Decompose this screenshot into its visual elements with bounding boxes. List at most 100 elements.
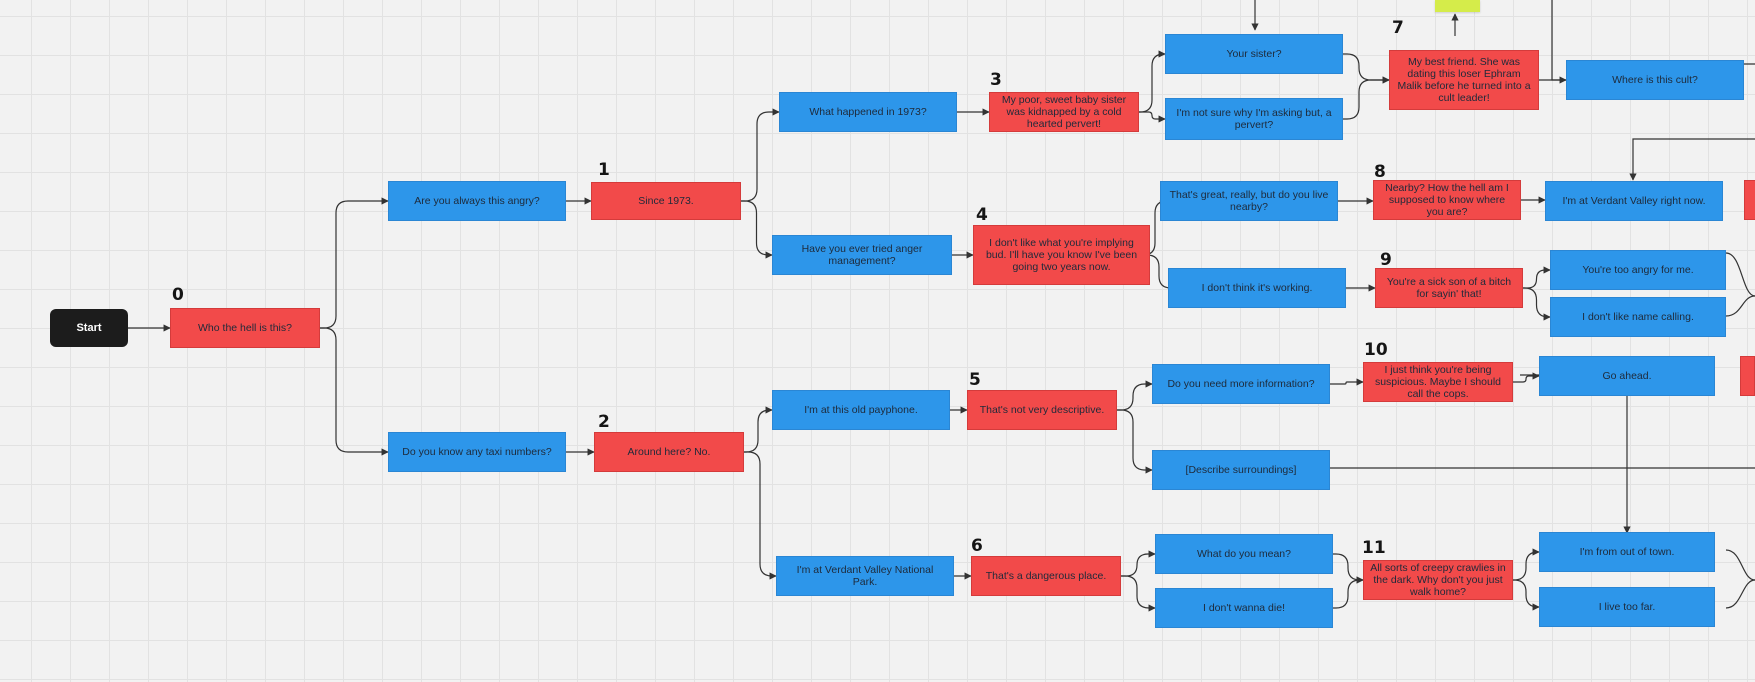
- node-label: [Describe surroundings]: [1185, 464, 1297, 476]
- node-label: Are you always this angry?: [414, 195, 540, 207]
- connector-arrow: [1139, 111, 1166, 123]
- node-label: I'm not sure why I'm asking but, a perve…: [1176, 107, 1332, 131]
- connector-arrow: [1330, 378, 1364, 386]
- connector-arrow: [1513, 579, 1540, 611]
- connector-offscreen: [1520, 374, 1631, 534]
- player-choice-node[interactable]: I'm at this old payphone.: [772, 390, 950, 430]
- node-label: What happened in 1973?: [809, 106, 927, 118]
- step-number-label: 0: [172, 285, 184, 305]
- connector-arrow: [1513, 372, 1540, 383]
- npc-response-node[interactable]: My best friend. She was dating this lose…: [1389, 50, 1539, 110]
- npc-response-node[interactable]: My poor, sweet baby sister was kidnapped…: [989, 92, 1139, 132]
- sticky-note[interactable]: [1435, 0, 1480, 12]
- player-choice-node[interactable]: I don't wanna die!: [1155, 588, 1333, 628]
- npc-response-node[interactable]: Nearby? How the hell am I supposed to kn…: [1373, 180, 1521, 220]
- node-label: I'm at this old payphone.: [804, 404, 918, 416]
- player-choice-node[interactable]: Do you need more information?: [1152, 364, 1330, 404]
- node-label: I'm at Verdant Valley right now.: [1562, 195, 1706, 207]
- npc-response-node[interactable]: I don't like what you're implying bud. I…: [973, 225, 1150, 285]
- node-label: Around here? No.: [627, 446, 711, 458]
- npc-response-node[interactable]: You're a sick son of a bitch for sayin' …: [1375, 268, 1523, 308]
- node-label: Nearby? How the hell am I supposed to kn…: [1385, 182, 1509, 218]
- player-choice-node[interactable]: I'm from out of town.: [1539, 532, 1715, 572]
- player-choice-node[interactable]: [Describe surroundings]: [1152, 450, 1330, 490]
- player-choice-node[interactable]: Your sister?: [1165, 34, 1343, 74]
- step-number-label: 11: [1362, 538, 1386, 558]
- connector-arrow: [1117, 380, 1153, 411]
- node-label: That's not very descriptive.: [979, 404, 1105, 416]
- connector-offscreen: [1629, 138, 1755, 181]
- node-label: Who the hell is this?: [198, 322, 292, 334]
- connector-arrow: [744, 451, 777, 580]
- player-choice-node[interactable]: Are you always this angry?: [388, 181, 566, 221]
- connector-arrow: [1139, 50, 1166, 113]
- node-label: All sorts of creepy crawlies in the dark…: [1370, 562, 1506, 598]
- node-label: Go ahead.: [1602, 370, 1652, 382]
- node-label: I live too far.: [1598, 601, 1656, 613]
- node-label: I don't wanna die!: [1203, 602, 1285, 614]
- node-label: I'm at Verdant Valley National Park.: [796, 564, 934, 588]
- node-label: You're too angry for me.: [1582, 264, 1694, 276]
- node-label: Your sister?: [1226, 48, 1282, 60]
- connector-offscreen: [1725, 295, 1755, 317]
- player-choice-node[interactable]: That's great, really, but do you live ne…: [1160, 181, 1338, 221]
- connector-arrow: [1523, 266, 1551, 289]
- start-node[interactable]: Start: [50, 309, 128, 347]
- step-number-label: 5: [969, 370, 981, 390]
- connector-arrow: [1333, 576, 1364, 609]
- player-choice-node[interactable]: You're too angry for me.: [1550, 250, 1726, 290]
- step-number-label: 10: [1364, 340, 1388, 360]
- player-choice-node[interactable]: Have you ever tried anger management?: [772, 235, 952, 275]
- step-number-label: 3: [990, 70, 1002, 90]
- npc-response-node[interactable]: [1744, 180, 1755, 220]
- node-label: My best friend. She was dating this lose…: [1397, 56, 1531, 104]
- player-choice-node[interactable]: Where is this cult?: [1566, 60, 1744, 100]
- npc-response-node[interactable]: I just think you're being suspicious. Ma…: [1363, 362, 1513, 402]
- player-choice-node[interactable]: Do you know any taxi numbers?: [388, 432, 566, 472]
- node-label: I don't think it's working.: [1201, 282, 1313, 294]
- npc-response-node[interactable]: Since 1973.: [591, 182, 741, 220]
- node-label: Do you know any taxi numbers?: [402, 446, 552, 458]
- node-label: That's great, really, but do you live ne…: [1169, 189, 1329, 213]
- player-choice-node[interactable]: Go ahead.: [1539, 356, 1715, 396]
- node-label: Do you need more information?: [1167, 378, 1315, 390]
- connector-arrow: [320, 327, 389, 456]
- step-number-label: 1: [598, 160, 610, 180]
- connector-offscreen: [1725, 549, 1755, 581]
- node-label: I don't like what you're implying bud. I…: [985, 237, 1138, 273]
- node-label: I'm from out of town.: [1579, 546, 1675, 558]
- connector-arrow: [741, 200, 773, 259]
- npc-response-node[interactable]: [1740, 356, 1755, 396]
- player-choice-node[interactable]: I'm at Verdant Valley right now.: [1545, 181, 1723, 221]
- npc-response-node[interactable]: That's not very descriptive.: [967, 390, 1117, 430]
- connector-arrow: [741, 108, 780, 202]
- npc-response-node[interactable]: All sorts of creepy crawlies in the dark…: [1363, 560, 1513, 600]
- node-label: What do you mean?: [1197, 548, 1291, 560]
- connector-arrow: [320, 197, 389, 329]
- player-choice-node[interactable]: What do you mean?: [1155, 534, 1333, 574]
- connector-arrow: [1117, 409, 1153, 474]
- connector-arrow: [1523, 287, 1551, 321]
- node-label: Have you ever tried anger management?: [801, 243, 923, 267]
- connector-arrow: [1121, 575, 1156, 612]
- player-choice-node[interactable]: I'm at Verdant Valley National Park.: [776, 556, 954, 596]
- npc-response-node[interactable]: Who the hell is this?: [170, 308, 320, 348]
- player-choice-node[interactable]: I don't like name calling.: [1550, 297, 1726, 337]
- player-choice-node[interactable]: What happened in 1973?: [779, 92, 957, 132]
- connector-arrow: [1121, 550, 1156, 577]
- step-number-label: 6: [971, 536, 983, 556]
- npc-response-node[interactable]: Around here? No.: [594, 432, 744, 472]
- npc-response-node[interactable]: That's a dangerous place.: [971, 556, 1121, 596]
- connector-arrow: [744, 406, 773, 453]
- node-label: I don't like name calling.: [1582, 311, 1694, 323]
- connector-offscreen: [1725, 252, 1755, 297]
- node-label: That's a dangerous place.: [985, 570, 1107, 582]
- node-label: My poor, sweet baby sister was kidnapped…: [1001, 94, 1127, 130]
- connector-arrow: [1343, 53, 1390, 84]
- player-choice-node[interactable]: I live too far.: [1539, 587, 1715, 627]
- player-choice-node[interactable]: I don't think it's working.: [1168, 268, 1346, 308]
- connector-arrow: [1343, 76, 1390, 120]
- player-choice-node[interactable]: I'm not sure why I'm asking but, a perve…: [1165, 98, 1343, 140]
- connector-offscreen: [1725, 579, 1755, 609]
- step-number-label: 4: [976, 205, 988, 225]
